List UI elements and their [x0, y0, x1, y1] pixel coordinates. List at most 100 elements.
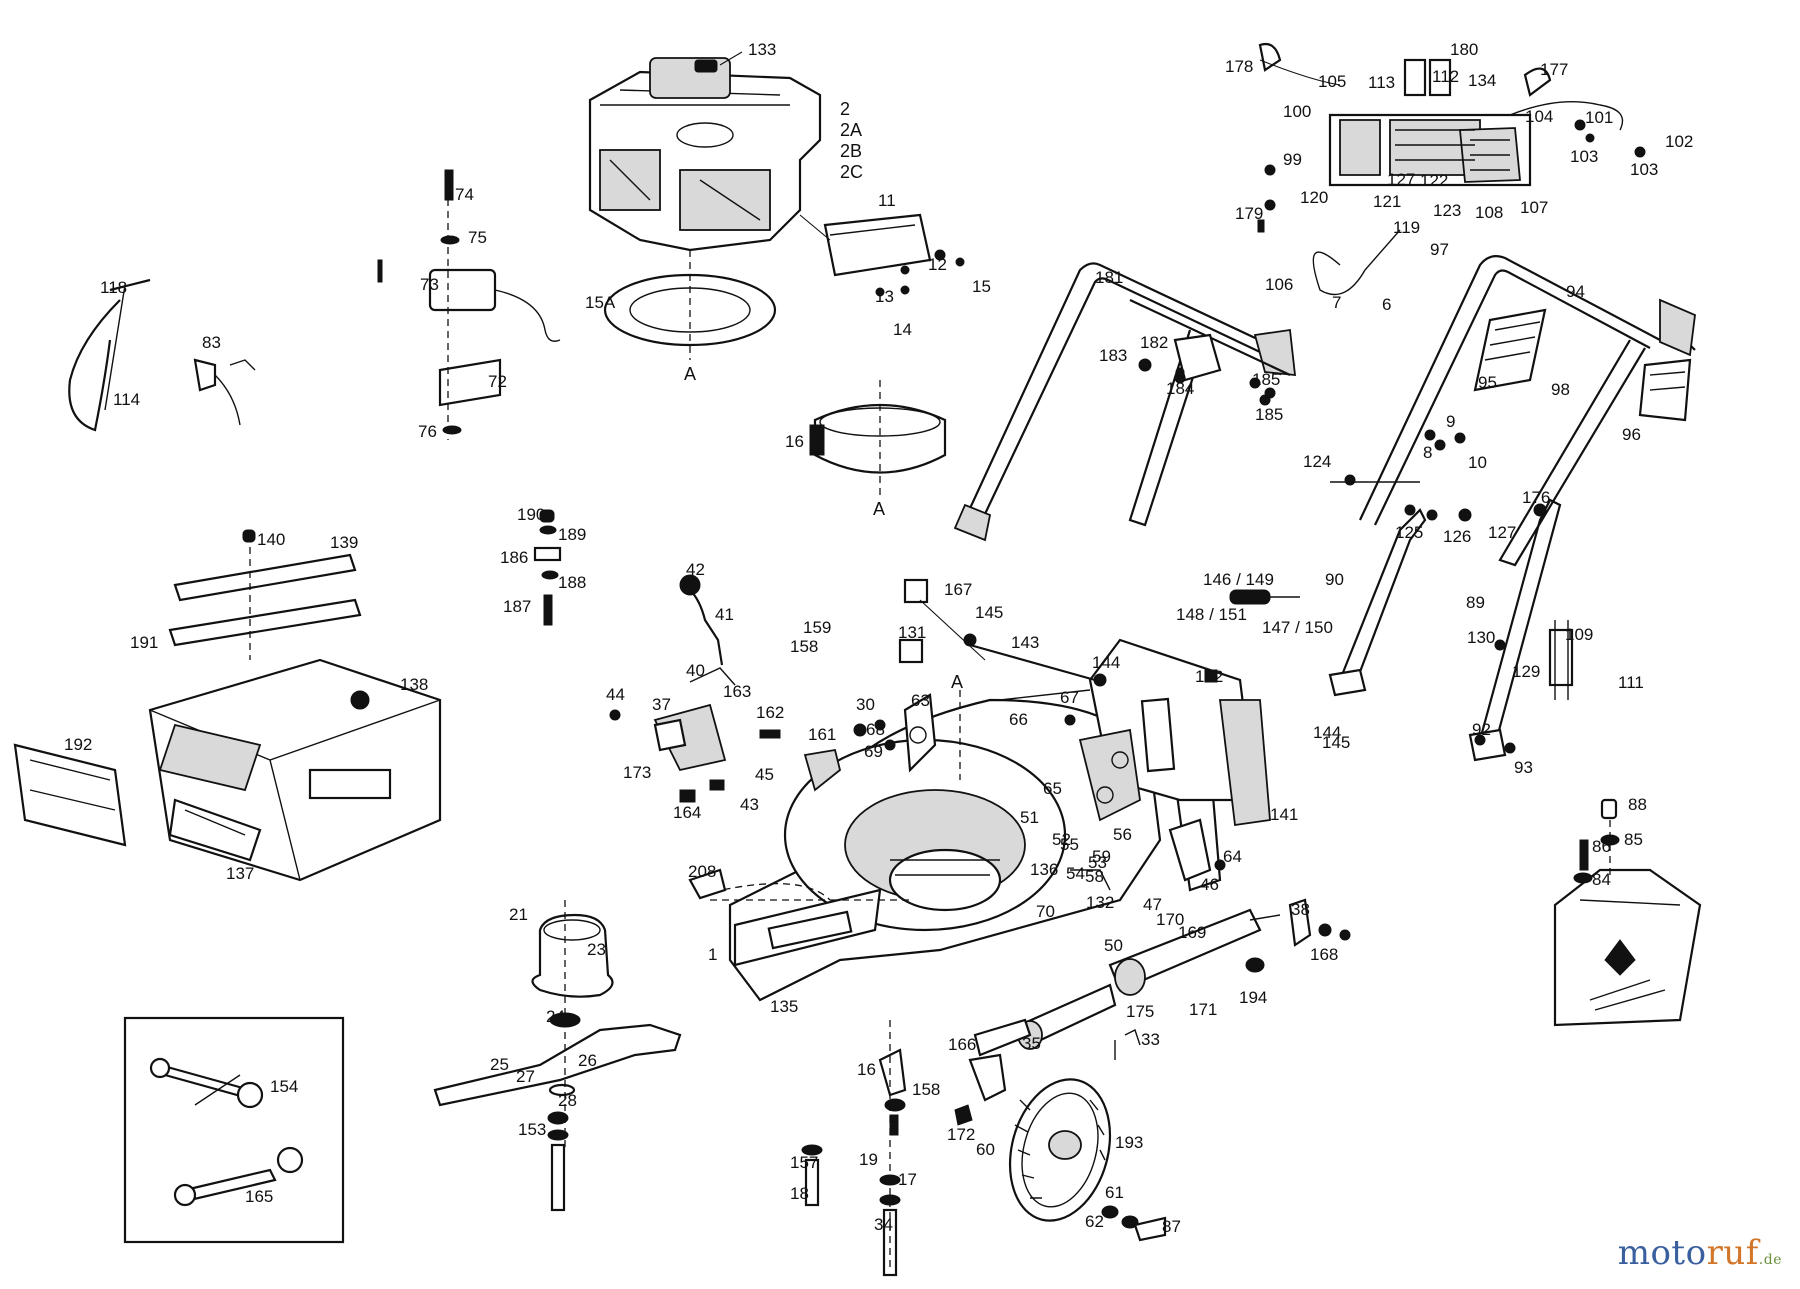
bolt-stack-186-190 — [533, 509, 562, 626]
part-label: 54 — [1066, 864, 1085, 883]
part-label: 140 — [257, 530, 285, 549]
lower-handle-left-90 — [1328, 508, 1427, 697]
part-label: 175 — [1126, 1002, 1154, 1021]
part-label: 189 — [558, 525, 586, 544]
part-label: 193 — [1115, 1133, 1143, 1152]
section-mark: A — [684, 364, 696, 384]
part-label: 18 — [790, 1184, 809, 1203]
engine-variant-label: 2A — [840, 120, 862, 140]
part-label: 15 — [972, 277, 991, 296]
upper-handle-left-181 — [953, 262, 1297, 542]
part-label: 70 — [1036, 902, 1055, 921]
part-label: 144 — [1092, 653, 1120, 672]
engine-variant-label: 2 — [840, 99, 850, 119]
part-label: 190 — [517, 505, 545, 524]
part-label: 108 — [1475, 203, 1503, 222]
part-label: 6 — [1382, 295, 1391, 314]
part-label: 11 — [878, 191, 896, 210]
blade-adapter-21-28 — [433, 868, 727, 1212]
part-label: 163 — [723, 682, 751, 701]
part-label: 14 — [893, 320, 912, 339]
part-label: 7 — [1332, 293, 1341, 312]
part-label: 34 — [874, 1215, 893, 1234]
control-panel-100 — [1257, 42, 1646, 296]
part-label: 12 — [928, 255, 947, 274]
part-label: 146 / 149 — [1203, 570, 1274, 589]
part-label: 76 — [418, 422, 437, 441]
part-label: 10 — [1468, 453, 1487, 472]
engine-assembly — [588, 51, 822, 252]
rod-131-167 — [898, 578, 986, 780]
part-label: 42 — [686, 560, 705, 579]
part-label: 161 — [808, 725, 836, 744]
part-label: 171 — [1189, 1000, 1217, 1019]
grass-bag-138 — [148, 658, 442, 882]
part-label: 168 — [1310, 945, 1338, 964]
part-label: 63 — [911, 691, 930, 710]
part-label: 166 — [948, 1035, 976, 1054]
part-label: 98 — [1551, 380, 1570, 399]
part-label: 46 — [1200, 875, 1219, 894]
part-label: 148 / 151 — [1176, 605, 1247, 624]
side-guard-84 — [1553, 798, 1702, 1027]
part-label: 194 — [1239, 988, 1267, 1007]
part-label: 72 — [488, 372, 507, 391]
part-label: 66 — [1009, 710, 1028, 729]
part-label: 19 — [859, 1150, 878, 1169]
part-label: 27 — [516, 1067, 535, 1086]
engine-variant-label: 2C — [840, 162, 863, 182]
part-label: 58 — [1085, 867, 1104, 886]
part-label: 50 — [1104, 936, 1123, 955]
part-label: 143 — [1011, 633, 1039, 652]
part-label: 55 — [1060, 835, 1079, 854]
front-fasteners-16-19 — [801, 1020, 907, 1277]
part-label: 188 — [558, 573, 586, 592]
throttle-bracket-72 — [377, 169, 561, 440]
part-label: 24 — [546, 1007, 565, 1026]
height-adjust-63-66 — [853, 689, 1226, 891]
part-label: 40 — [686, 661, 705, 680]
tools-box — [123, 1016, 345, 1244]
part-label: 37 — [652, 695, 671, 714]
part-label: 64 — [1223, 847, 1242, 866]
part-label: 102 — [1665, 132, 1693, 151]
part-label: 187 — [503, 597, 531, 616]
part-label: 100 — [1283, 102, 1311, 121]
part-label: 162 — [756, 703, 784, 722]
part-label: 52 — [1052, 830, 1071, 849]
part-label: 67 — [1060, 688, 1079, 707]
part-label: 159 — [803, 618, 831, 637]
part-label: 191 — [130, 633, 158, 652]
lever-139-140-191 — [168, 529, 362, 660]
part-label: 153 — [518, 1120, 546, 1139]
part-label: 185 — [1255, 405, 1283, 424]
section-mark: A — [873, 499, 885, 519]
rear-flap-192 — [13, 743, 127, 847]
engine-variant-label: 2B — [840, 141, 862, 161]
part-label: 62 — [1085, 1212, 1104, 1231]
part-label: 106 — [1265, 275, 1293, 294]
part-label: 43 — [740, 795, 759, 814]
part-label: 141 — [1270, 805, 1298, 824]
part-number-labels: 133111213141515A167475737276118114831801… — [64, 40, 1693, 1236]
part-label: 61 — [1105, 1183, 1124, 1202]
part-label: 69 — [864, 742, 883, 761]
part-label: 92 — [1472, 720, 1491, 739]
part-label: 169 — [1178, 923, 1206, 942]
part-label: 56 — [1113, 825, 1132, 844]
part-label: 13 — [875, 287, 894, 306]
part-label: 47 — [1143, 895, 1162, 914]
part-label: 88 — [1628, 795, 1647, 814]
part-label: 101 — [1585, 108, 1613, 127]
part-label: 192 — [64, 735, 92, 754]
part-label: 103 — [1630, 160, 1658, 179]
part-label: 25 — [490, 1055, 509, 1074]
part-label: 28 — [558, 1091, 577, 1110]
part-label: 184 — [1166, 379, 1194, 398]
part-label: 96 — [1622, 425, 1641, 444]
part-label: 65 — [1043, 779, 1062, 798]
part-label: 145 — [975, 603, 1003, 622]
part-label: 167 — [944, 580, 972, 599]
part-label: 120 — [1300, 188, 1328, 207]
part-label: 127 — [1387, 170, 1415, 189]
